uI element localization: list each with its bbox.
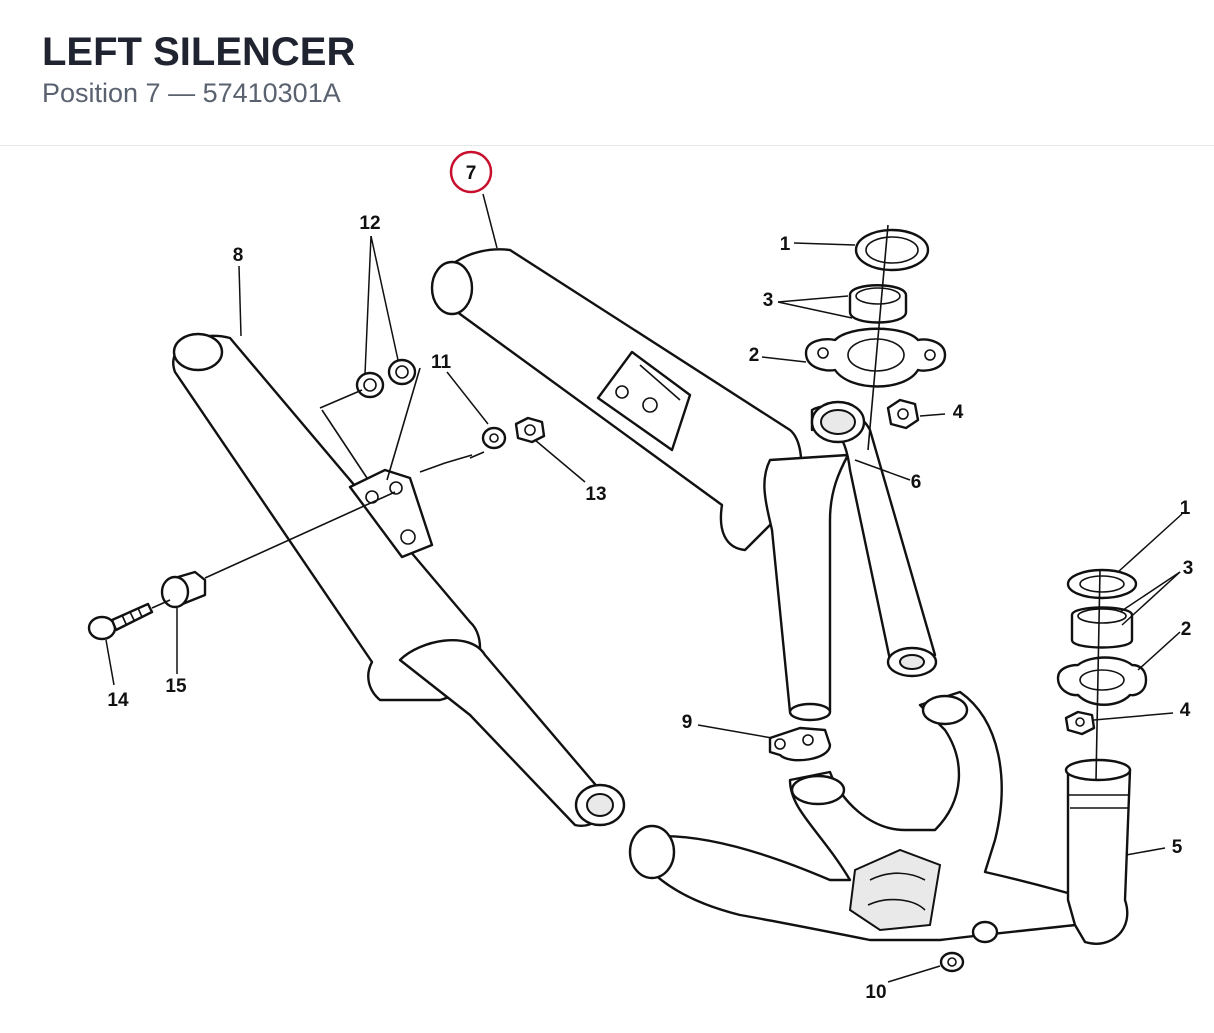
callout-7[interactable]: 7 — [466, 163, 477, 184]
callout-1-lower[interactable]: 1 — [1180, 498, 1191, 519]
callout-5[interactable]: 5 — [1172, 837, 1183, 858]
callout-4-lower[interactable]: 4 — [1180, 700, 1191, 721]
spacer-part-15[interactable] — [160, 570, 207, 609]
half-ring-part-3-lower[interactable] — [1070, 606, 1134, 649]
header: LEFT SILENCER Position 7 — 57410301A — [0, 0, 1214, 146]
callout-1-upper[interactable]: 1 — [780, 234, 791, 255]
callout-8[interactable]: 8 — [233, 245, 244, 266]
callout-3-lower[interactable]: 3 — [1183, 558, 1194, 579]
exploded-parts-diagram: 7 1 3 2 4 6 8 12 11 13 14 15 9 10 1 3 2 … — [87, 150, 1194, 1003]
callout-9[interactable]: 9 — [682, 712, 693, 733]
callouts: 7 1 3 2 4 6 8 12 11 13 14 15 9 10 1 3 2 … — [107, 150, 1194, 1003]
callout-4-upper[interactable]: 4 — [953, 402, 964, 423]
pipe-end-part-6[interactable] — [810, 400, 866, 444]
bolt-part-10[interactable] — [939, 951, 965, 973]
callout-10[interactable]: 10 — [865, 982, 886, 1003]
grommet-part-12[interactable] — [355, 358, 417, 399]
half-ring-part-3-upper[interactable] — [848, 284, 908, 324]
bolt-part-14[interactable] — [87, 602, 154, 641]
callout-3-upper[interactable]: 3 — [763, 290, 774, 311]
page-title: LEFT SILENCER — [42, 30, 356, 74]
callout-13[interactable]: 13 — [585, 484, 606, 505]
nut-part-4-lower[interactable] — [1064, 710, 1096, 736]
callout-2-upper[interactable]: 2 — [749, 345, 760, 366]
nut-part-4-upper[interactable] — [886, 398, 920, 430]
callout-11[interactable]: 11 — [431, 352, 452, 373]
leader-lines — [105, 193, 1183, 983]
washer-part-11[interactable] — [481, 426, 507, 450]
nut-part-13[interactable] — [514, 416, 546, 444]
flange-part-2-lower[interactable] — [1056, 656, 1148, 706]
assembly-lines — [151, 224, 1101, 781]
callout-15[interactable]: 15 — [165, 676, 187, 697]
ring-part-1-lower[interactable] — [1066, 568, 1138, 600]
silencer-part-7[interactable] — [430, 248, 803, 552]
silencer-part-8[interactable] — [172, 332, 626, 827]
exhaust-pipe-assembly[interactable] — [628, 404, 1132, 945]
highlight-circle — [449, 150, 493, 194]
ring-part-1-upper[interactable] — [854, 228, 930, 272]
callout-14[interactable]: 14 — [107, 690, 129, 711]
callout-6[interactable]: 6 — [911, 472, 922, 493]
callout-2-lower[interactable]: 2 — [1181, 619, 1192, 640]
page-subtitle: Position 7 — 57410301A — [42, 78, 341, 108]
clamp-part-9[interactable] — [768, 726, 832, 762]
callout-12[interactable]: 12 — [359, 213, 380, 234]
